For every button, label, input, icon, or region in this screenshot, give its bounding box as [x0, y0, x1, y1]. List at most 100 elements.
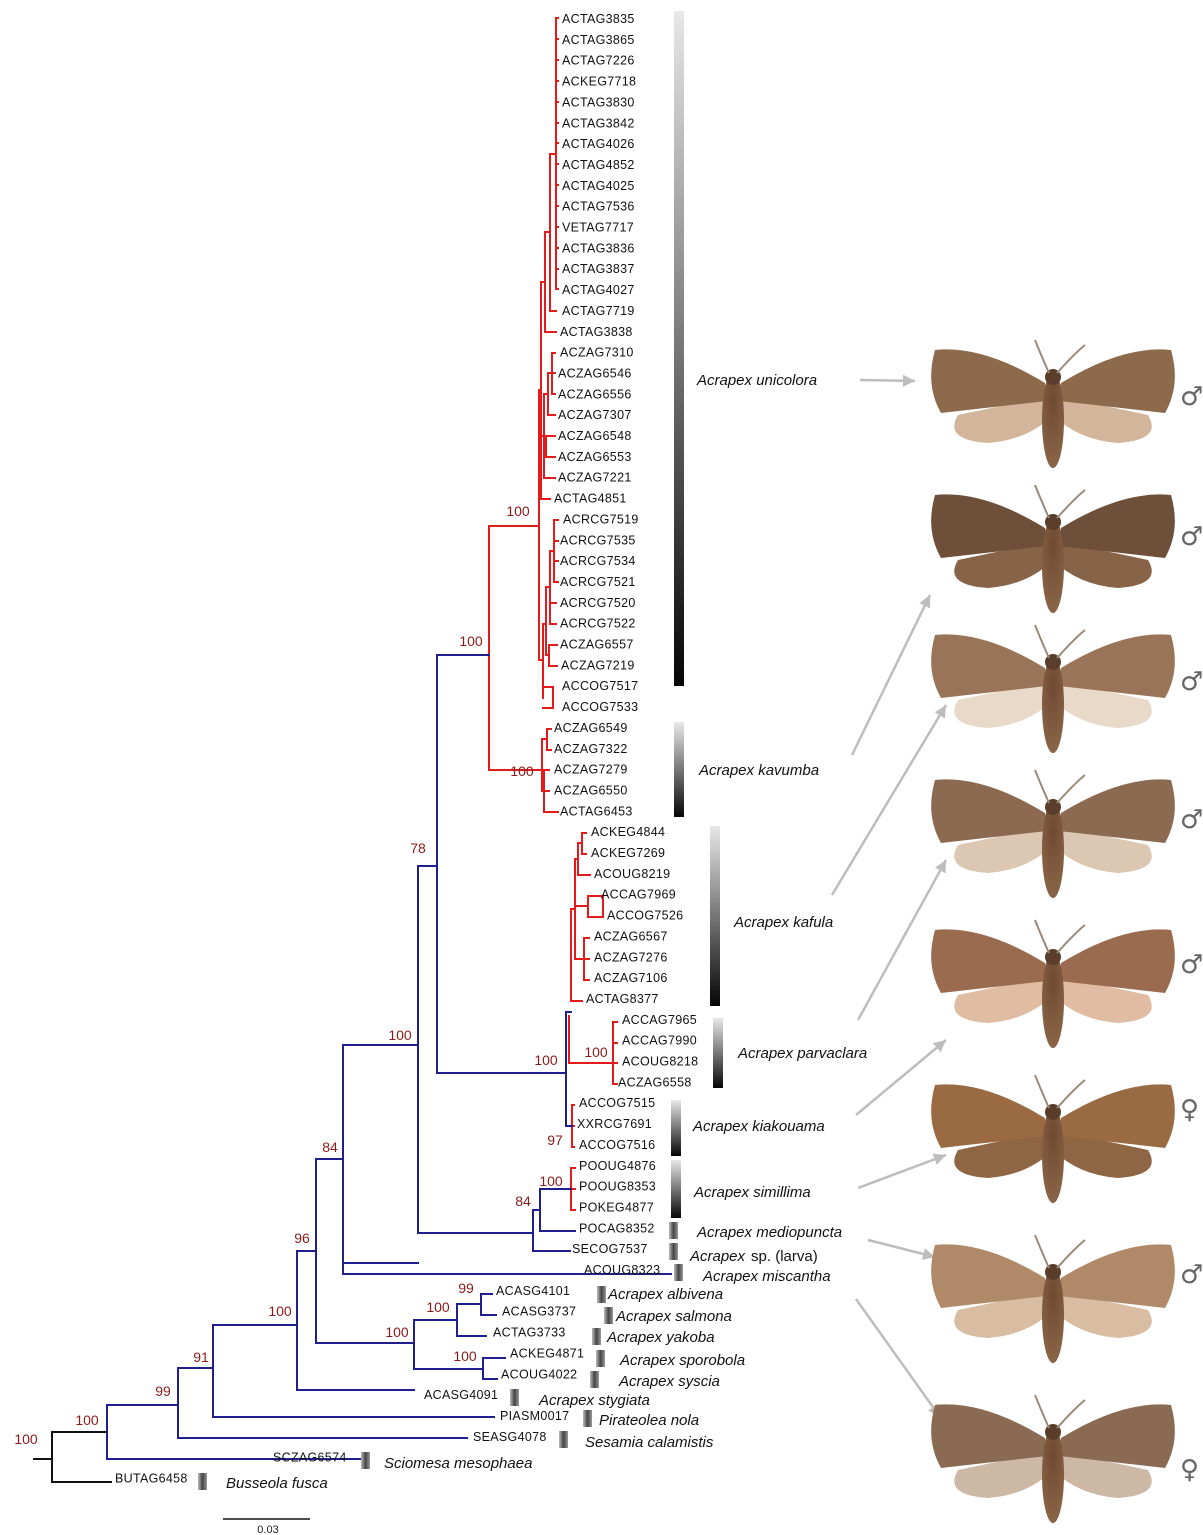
leaf-label: ACTAG4027	[562, 283, 635, 297]
clade-bar-small	[604, 1307, 613, 1324]
clade-bar-small	[198, 1473, 207, 1490]
species-label: Acrapex sporobola	[619, 1352, 745, 1369]
bootstrap-value: 100	[385, 1324, 409, 1340]
leaf-label: ACTAG3835	[562, 12, 635, 26]
species-label: Acrapex simillima	[693, 1184, 811, 1201]
leaf-label: ACASG3737	[502, 1305, 576, 1319]
clade-bar-small	[583, 1410, 592, 1427]
moth-photo	[931, 485, 1175, 613]
leaf-label: ACRCG7521	[560, 575, 636, 589]
leaf-label: ACOUG8323	[584, 1263, 660, 1277]
species-label: Pirateolea nola	[599, 1412, 699, 1429]
leaf-label: ACOUG4022	[501, 1367, 577, 1381]
clade-bar-small	[559, 1431, 568, 1448]
species-label: Busseola fusca	[226, 1475, 328, 1492]
bootstrap-value: 100	[539, 1173, 563, 1189]
leaf-label: ACZAG6557	[560, 638, 634, 652]
species-labels: Acrapex unicoloraAcrapex kavumbaAcrapex …	[226, 372, 867, 1492]
species-suffix: sp. (larva)	[751, 1248, 818, 1265]
species-name: Acrapex parvaclara	[737, 1045, 867, 1062]
sex-symbol: ♂	[1180, 950, 1203, 980]
species-name: Acrapex simillima	[693, 1184, 811, 1201]
bootstrap-value: 91	[193, 1349, 209, 1365]
species-label: Acrapex mediopuncta	[696, 1224, 842, 1241]
clade-bar-small	[361, 1452, 370, 1469]
clade-bar	[674, 722, 684, 817]
leaf-label: POKEG4877	[579, 1201, 654, 1215]
sex-symbol: ♂	[1180, 382, 1203, 412]
bootstrap-value: 100	[510, 763, 534, 779]
clade-bar-small	[669, 1222, 678, 1239]
moth-antennae	[1035, 340, 1085, 373]
species-label: Acrapex syscia	[618, 1373, 720, 1390]
bootstrap-value: 100	[75, 1412, 99, 1428]
leaf-label: ACTAG6453	[560, 804, 633, 818]
moth-body	[1042, 372, 1064, 468]
sex-symbol: ♂	[1180, 1260, 1203, 1290]
leaf-label: ACTAG7719	[562, 304, 635, 318]
leaf-label: ACTAG3865	[562, 33, 635, 47]
clade-bar-small	[669, 1243, 678, 1260]
branches-unicolora	[489, 18, 558, 812]
species-name: Sesamia calamistis	[585, 1434, 714, 1451]
bootstrap-value: 100	[388, 1027, 412, 1043]
bootstrap-value: 96	[294, 1230, 310, 1246]
leaf-label: ACRCG7522	[560, 617, 636, 631]
bootstrap-value: 100	[268, 1303, 292, 1319]
leaf-label: ACZAG6553	[558, 450, 632, 464]
leaf-label: POOUG4876	[579, 1159, 656, 1173]
species-label: Acrapex kavumba	[698, 762, 819, 779]
scale-bar-label: 0.03	[257, 1524, 278, 1535]
species-to-photo-arrow	[832, 705, 946, 895]
species-name: Busseola fusca	[226, 1475, 328, 1492]
clade-bar	[710, 826, 720, 1006]
leaf-label: ACZAG6546	[558, 367, 632, 381]
bootstrap-value: 99	[155, 1383, 171, 1399]
bootstrap-value: 100	[584, 1044, 608, 1060]
clade-bar-small	[596, 1350, 605, 1367]
moth-photo	[931, 770, 1175, 898]
scale-bar: 0.03	[223, 1519, 310, 1535]
leaf-label: ACASG4101	[496, 1284, 570, 1298]
bootstrap-value: 100	[459, 633, 483, 649]
bootstrap-value: 100	[426, 1299, 450, 1315]
leaf-label: ACTAG8377	[586, 992, 659, 1006]
species-name: Acrapex miscantha	[702, 1268, 831, 1285]
leaf-label: ACZAG7221	[558, 471, 632, 485]
leaf-label: ACTAG3837	[562, 262, 635, 276]
branches-outgroup	[34, 1432, 111, 1482]
species-name: Sciomesa mesophaea	[384, 1455, 532, 1472]
species-label: Acrapex miscantha	[702, 1268, 831, 1285]
leaf-label: BUTAG6458	[115, 1472, 188, 1486]
leaf-label: SCZAG6574	[273, 1451, 347, 1465]
leaf-label: ACCAG7990	[622, 1034, 697, 1048]
bootstrap-value: 84	[322, 1139, 338, 1155]
sex-symbol: ♂	[1180, 667, 1203, 697]
species-name: Pirateolea nola	[599, 1412, 699, 1429]
moth-antennae	[1035, 770, 1085, 803]
clade-bar-small	[592, 1328, 601, 1345]
leaf-label: ACRCG7534	[560, 554, 636, 568]
leaf-label: ACTAG4026	[562, 137, 635, 151]
species-to-photo-arrow	[852, 595, 930, 755]
bootstrap-value: 100	[534, 1052, 558, 1068]
moth-photo	[931, 1075, 1175, 1203]
arrows	[832, 375, 946, 1417]
clade-bar	[671, 1100, 681, 1156]
moth-photo	[931, 1395, 1175, 1523]
leaf-label: ACZAG7276	[594, 950, 668, 964]
leaf-label: ACTAG7226	[562, 54, 635, 68]
leaf-label: ACZAG7310	[560, 346, 634, 360]
moth-body	[1042, 517, 1064, 613]
moth-photo	[931, 920, 1175, 1048]
bootstrap-value: 100	[506, 503, 530, 519]
moth-body	[1042, 1267, 1064, 1363]
species-name: Acrapex stygiata	[538, 1392, 650, 1409]
clade-bar-small	[590, 1371, 599, 1388]
leaf-label: VETAG7717	[562, 221, 634, 235]
clade-bar-small	[510, 1389, 519, 1406]
sex-symbol: ♂	[1180, 522, 1203, 552]
species-label: Acrapex yakoba	[606, 1329, 715, 1346]
